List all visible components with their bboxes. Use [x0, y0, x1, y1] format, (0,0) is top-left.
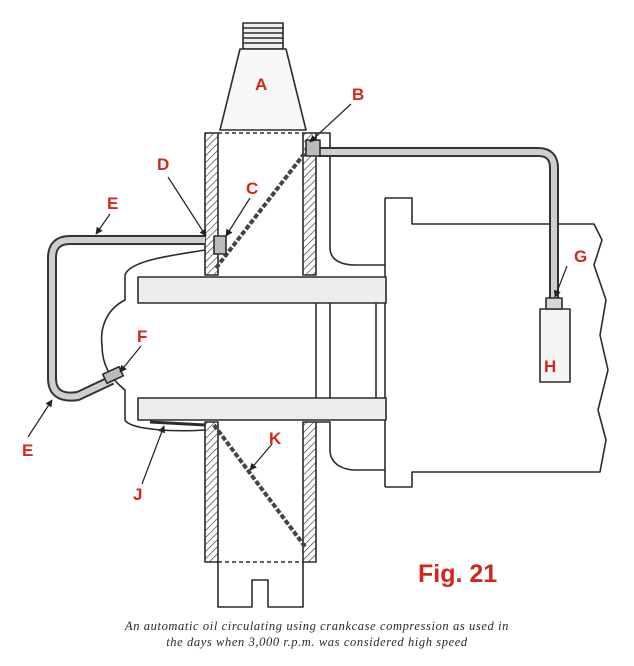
label-c: C: [246, 179, 258, 198]
figure-label: Fig. 21: [418, 560, 497, 588]
oil-pipe-left: [47, 235, 205, 402]
crankcase-housing: [385, 197, 609, 488]
left-lower-wall: [204, 421, 219, 563]
tapered-shaft: [219, 48, 307, 131]
label-e-bottom: E: [22, 441, 33, 460]
oil-pipe-top: [318, 147, 559, 298]
caption-line-2: the days when 3,000 r.p.m. was considere…: [166, 635, 468, 649]
oil-circulation-diagram: A B D C E F E G H J K Fig. 21: [22, 22, 609, 608]
label-d: D: [157, 155, 169, 174]
oil-passage-lower: [212, 423, 308, 550]
label-g: G: [574, 247, 587, 266]
right-lower-wall: [302, 421, 317, 563]
figure-caption: An automatic oil circulating using crank…: [0, 618, 634, 650]
upper-cylinder: [137, 276, 387, 304]
right-upper-wall: [302, 132, 317, 276]
label-b: B: [352, 85, 364, 104]
label-a: A: [255, 75, 267, 94]
label-h: H: [544, 357, 556, 376]
lower-cylinder: [137, 397, 387, 421]
body-outline: [316, 132, 385, 471]
label-e-top: E: [107, 194, 118, 213]
caption-line-1: An automatic oil circulating using crank…: [124, 619, 510, 633]
threaded-tip: [242, 22, 284, 50]
label-j: J: [133, 485, 142, 504]
label-k: K: [269, 429, 282, 448]
oil-passage-upper: [214, 143, 313, 270]
bottom-extension: [217, 562, 304, 608]
label-f: F: [137, 327, 147, 346]
